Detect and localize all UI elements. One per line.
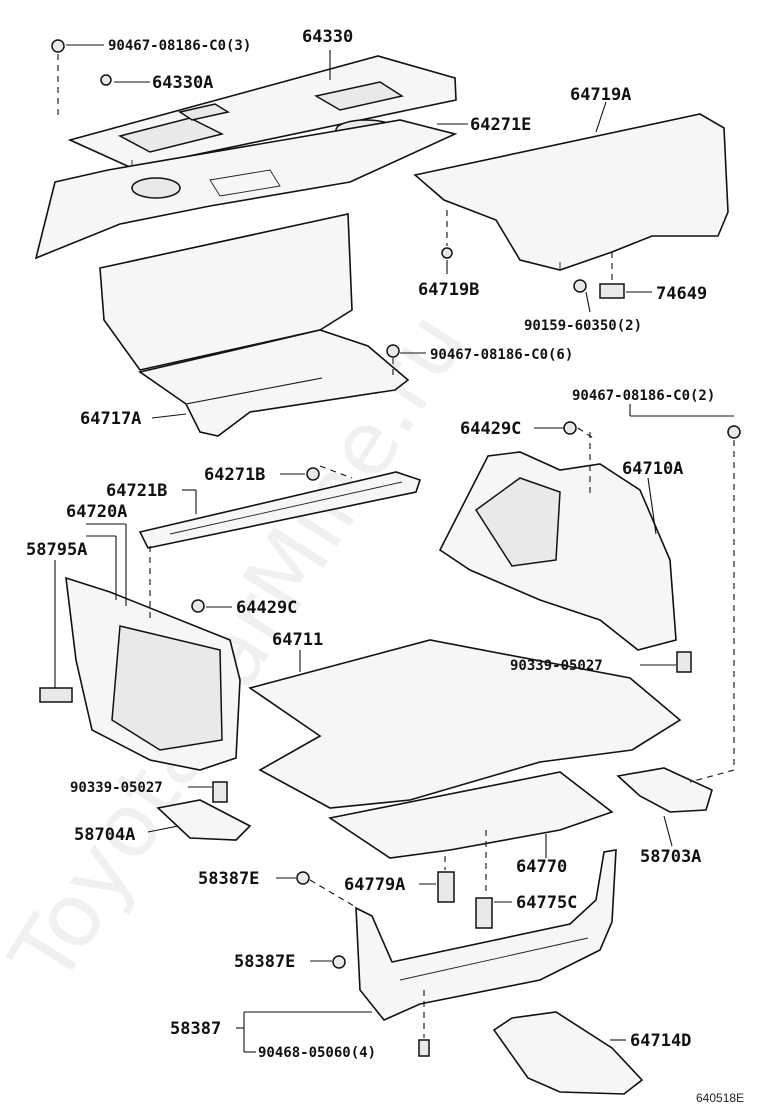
part-64711 bbox=[248, 639, 682, 809]
clip-icon bbox=[441, 247, 453, 259]
part-labels: 90467-08186-C0(3) 64330 64330A 64271E 64… bbox=[26, 27, 744, 1105]
part-58704A bbox=[156, 799, 252, 841]
label-90159-60350-2: 90159-60350(2) bbox=[524, 318, 642, 334]
clip-icon bbox=[51, 39, 65, 53]
part-58795A bbox=[39, 687, 73, 703]
label-64719A: 64719A bbox=[570, 85, 631, 105]
part-90468-05060 bbox=[418, 1039, 430, 1057]
label-64719B: 64719B bbox=[418, 280, 479, 300]
label-74649: 74649 bbox=[656, 284, 707, 304]
clip-icon bbox=[563, 421, 577, 435]
label-90467-08186-C0-6: 90467-08186-C0(6) bbox=[430, 347, 573, 363]
label-64710A: 64710A bbox=[622, 459, 683, 479]
label-58387E-bot: 58387E bbox=[234, 952, 295, 972]
label-58704A: 58704A bbox=[74, 825, 135, 845]
label-90467-08186-C0-2: 90467-08186-C0(2) bbox=[572, 388, 715, 404]
label-90339-05027-left: 90339-05027 bbox=[70, 780, 163, 796]
label-64720A: 64720A bbox=[66, 502, 127, 522]
label-64721B: 64721B bbox=[106, 481, 167, 501]
part-64710A bbox=[438, 451, 677, 651]
clip-icon bbox=[386, 344, 400, 358]
leader-lines bbox=[54, 44, 735, 1053]
label-64717A: 64717A bbox=[80, 409, 141, 429]
label-64271B: 64271B bbox=[204, 465, 265, 485]
part-58703A bbox=[616, 767, 713, 813]
label-64714D: 64714D bbox=[630, 1031, 691, 1051]
label-64779A: 64779A bbox=[344, 875, 405, 895]
label-64429C-top: 64429C bbox=[460, 419, 521, 439]
clip-icon bbox=[306, 467, 320, 481]
fasteners bbox=[51, 39, 741, 1057]
bolt-icon bbox=[332, 955, 346, 969]
label-64330A: 64330A bbox=[152, 73, 213, 93]
label-90468-05060-4: 90468-05060(4) bbox=[258, 1045, 376, 1061]
part-64721B bbox=[138, 471, 422, 549]
clip-icon bbox=[100, 74, 112, 86]
label-58795A: 58795A bbox=[26, 540, 87, 560]
label-90467-08186-C0-3: 90467-08186-C0(3) bbox=[108, 38, 251, 54]
label-64429C-mid: 64429C bbox=[236, 598, 297, 618]
clip-icon bbox=[191, 599, 205, 613]
label-90339-05027-right: 90339-05027 bbox=[510, 658, 603, 674]
label-58703A: 58703A bbox=[640, 847, 701, 867]
label-58387E-top: 58387E bbox=[198, 869, 259, 889]
part-64714D bbox=[492, 1011, 644, 1095]
part-74649 bbox=[599, 283, 625, 299]
label-64775C: 64775C bbox=[516, 893, 577, 913]
label-64330: 64330 bbox=[302, 27, 353, 47]
part-64720A bbox=[65, 576, 241, 771]
part-64717A bbox=[99, 213, 410, 437]
part-58387 bbox=[355, 849, 617, 1021]
label-64271E: 64271E bbox=[470, 115, 531, 135]
label-58387: 58387 bbox=[170, 1019, 221, 1039]
part-64271E bbox=[34, 119, 458, 260]
figure-code: 640518E bbox=[696, 1091, 744, 1105]
part-64775C bbox=[475, 897, 493, 929]
bolt-icon bbox=[573, 279, 587, 293]
part-90339-05027-left bbox=[212, 781, 228, 803]
part-90339-05027-right bbox=[676, 651, 692, 673]
label-64711: 64711 bbox=[272, 630, 323, 650]
label-64770: 64770 bbox=[516, 857, 567, 877]
part-64770 bbox=[327, 771, 614, 859]
part-64779A bbox=[437, 871, 455, 903]
clip-icon bbox=[727, 425, 741, 439]
part-64719A bbox=[413, 113, 729, 271]
bolt-icon bbox=[296, 871, 310, 885]
